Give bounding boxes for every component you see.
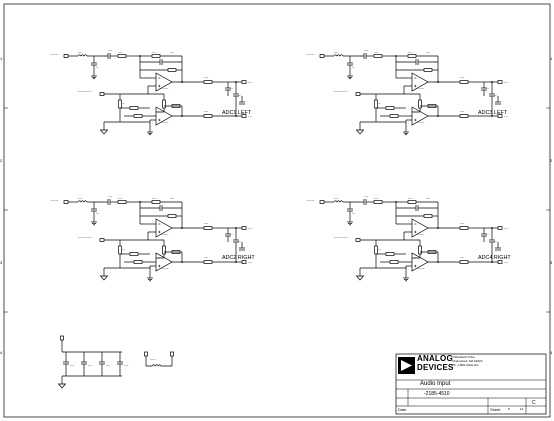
channel-label-adc1: ADC1 LEFT xyxy=(222,110,252,116)
revision: C xyxy=(532,400,536,406)
border-label-row-4-right: 4 xyxy=(550,350,553,355)
address-line-2: Chelmsford, MA 01824 xyxy=(452,358,483,363)
sheet-frame xyxy=(3,3,551,418)
logo-line-2: DEVICES xyxy=(417,362,454,372)
channel-adc1-circuit xyxy=(50,49,253,135)
svg-text:~~~: ~~~ xyxy=(124,364,129,367)
svg-text:~~~: ~~~ xyxy=(106,364,111,367)
sheet-total: 12 xyxy=(520,407,524,411)
logo-wordmark: ANALOG DEVICES xyxy=(417,354,454,372)
channel-adc3-circuit xyxy=(306,49,509,135)
document-number: -2185-4510 xyxy=(424,391,450,397)
channel-label-adc2: ADC2 RIGHT xyxy=(222,255,255,261)
svg-text:~~~: ~~~ xyxy=(88,364,93,367)
channel-adc2-circuit xyxy=(50,195,253,281)
decoupling-network: ~~~ ~~~ ~~~ ~~~ xyxy=(58,335,129,389)
border-label-row-4: 4 xyxy=(0,350,3,355)
logo-line-1: ANALOG xyxy=(417,354,453,363)
border-label-row-3-right: 3 xyxy=(550,260,553,265)
svg-text:~~~~: ~~~~ xyxy=(150,358,156,361)
sheet-label: Sheet xyxy=(490,407,501,412)
border-label-row-1-right: 1 xyxy=(550,56,553,61)
channel-label-adc4: ADC4 RIGHT xyxy=(478,255,511,261)
border-label-row-2: 2 xyxy=(0,158,3,163)
border-label-row-2-right: 2 xyxy=(550,158,553,163)
sheet-number: 5 xyxy=(508,407,510,411)
address-line-3: Ph: 1-800-ANALOG xyxy=(452,362,479,367)
channel-label-adc3: ADC3 LEFT xyxy=(478,110,508,116)
schematic-title: Audio Input xyxy=(420,381,451,387)
title-block xyxy=(395,353,547,415)
border-label-row-3: 3 xyxy=(0,260,3,265)
border-label-row-1: 1 xyxy=(0,56,3,61)
channel-adc4-circuit xyxy=(306,195,509,281)
date-label: Date xyxy=(398,407,407,412)
address-block: 3 Elizabeth Drive Chelmsford, MA 01824 P… xyxy=(452,355,483,367)
address-line-1: 3 Elizabeth Drive xyxy=(452,355,475,359)
svg-text:~~~: ~~~ xyxy=(70,364,75,367)
ferrite-bead: ~~~~ xyxy=(144,351,174,367)
